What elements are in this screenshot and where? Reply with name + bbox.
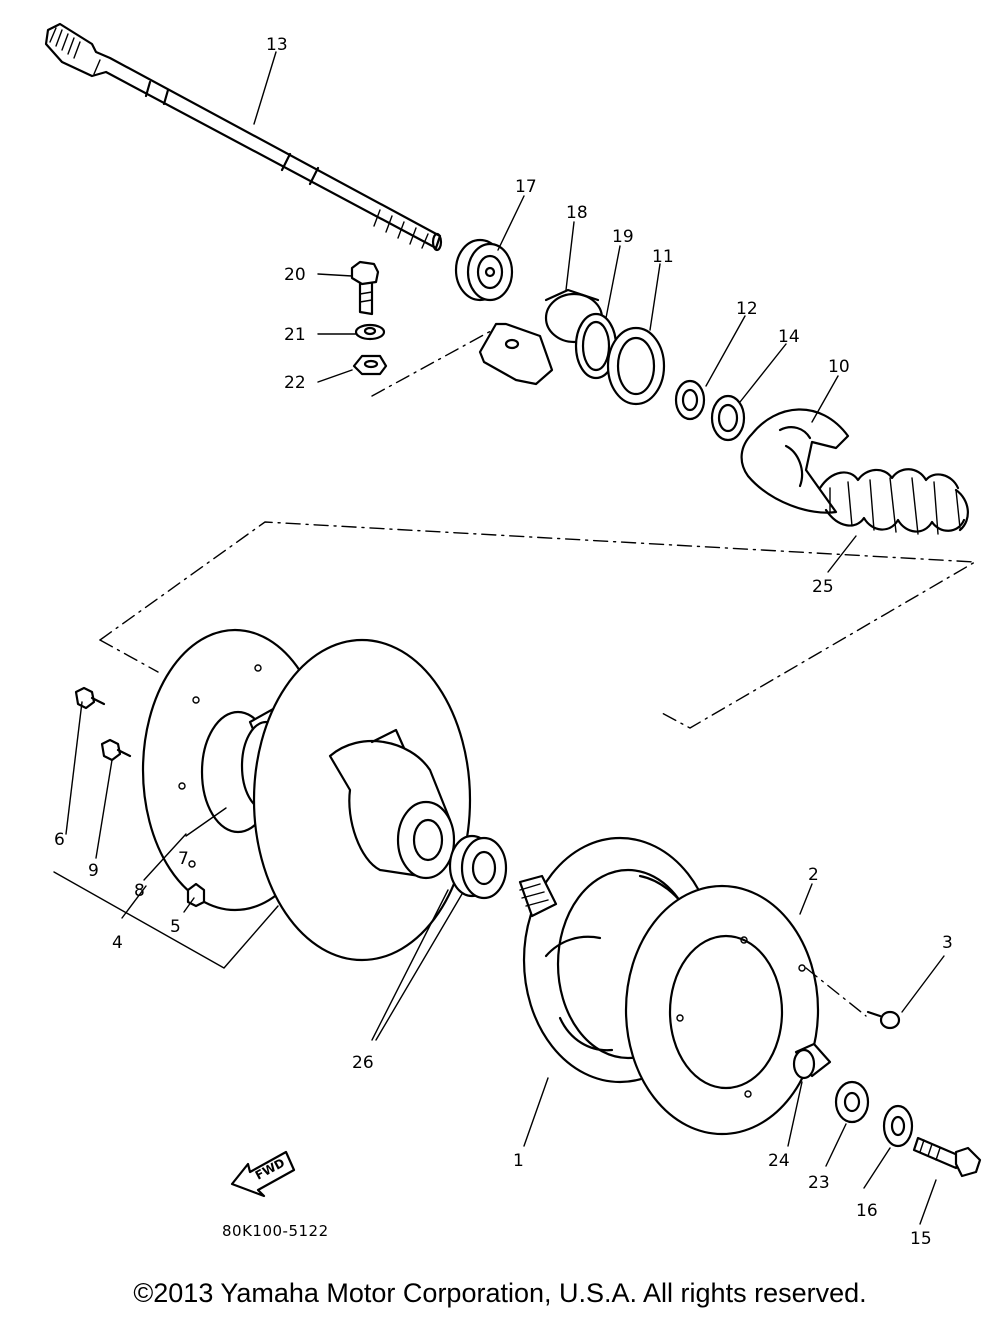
fwd-arrow-icon: FWD <box>230 1150 296 1198</box>
callout-19: 19 <box>612 227 634 247</box>
ring-14 <box>710 394 746 442</box>
callout-5: 5 <box>170 917 181 937</box>
bearing-17 <box>454 238 514 302</box>
callout-2: 2 <box>808 865 819 885</box>
guide-line-3 <box>805 967 867 1017</box>
washer-16 <box>882 1104 914 1148</box>
cam-10 <box>740 408 850 514</box>
callout-11: 11 <box>652 247 674 267</box>
spring-25 <box>818 468 969 535</box>
callout-26: 26 <box>352 1053 374 1073</box>
callout-16: 16 <box>856 1201 878 1221</box>
washer-12 <box>674 379 706 421</box>
callout-20: 20 <box>284 265 306 285</box>
washer-23 <box>834 1080 870 1124</box>
bushing-26 <box>448 834 508 900</box>
callout-8: 8 <box>134 881 145 901</box>
callout-10: 10 <box>828 357 850 377</box>
callout-numbers: 1 2 3 4 5 6 7 8 9 10 11 12 13 14 15 16 1… <box>54 35 953 1249</box>
callout-23: 23 <box>808 1173 830 1193</box>
callout-13: 13 <box>266 35 288 55</box>
screw-3 <box>866 1010 901 1030</box>
copyright-notice: ©2013 Yamaha Motor Corporation, U.S.A. A… <box>133 1278 867 1308</box>
leader-lines <box>53 51 945 1225</box>
bolt-6 <box>74 686 106 710</box>
washer-11 <box>606 326 666 406</box>
nut-22 <box>352 354 388 376</box>
shaft-13 <box>44 22 443 252</box>
bolt-9 <box>100 738 132 762</box>
callout-9: 9 <box>88 861 99 881</box>
callout-21: 21 <box>284 325 306 345</box>
callout-4: 4 <box>112 933 123 953</box>
plate-2 <box>624 884 820 1136</box>
assembly-outline-2 <box>99 639 159 673</box>
callout-25: 25 <box>812 577 834 597</box>
sheave-4 <box>252 638 472 962</box>
diagram-code: 80K100-5122 <box>222 1222 329 1240</box>
callout-6: 6 <box>54 830 65 850</box>
callout-17: 17 <box>515 177 537 197</box>
callout-22: 22 <box>284 373 306 393</box>
callout-15: 15 <box>910 1229 932 1249</box>
callout-18: 18 <box>566 203 588 223</box>
collar-24 <box>792 1042 832 1080</box>
callout-1: 1 <box>513 1151 524 1171</box>
guide-line <box>371 325 501 397</box>
callout-7: 7 <box>178 849 189 869</box>
washer-21 <box>354 323 386 341</box>
bolt-20 <box>350 260 380 316</box>
callout-14: 14 <box>778 327 800 347</box>
bolt-15 <box>912 1136 982 1178</box>
callout-3: 3 <box>942 933 953 953</box>
callout-12: 12 <box>736 299 758 319</box>
callout-24: 24 <box>768 1151 790 1171</box>
